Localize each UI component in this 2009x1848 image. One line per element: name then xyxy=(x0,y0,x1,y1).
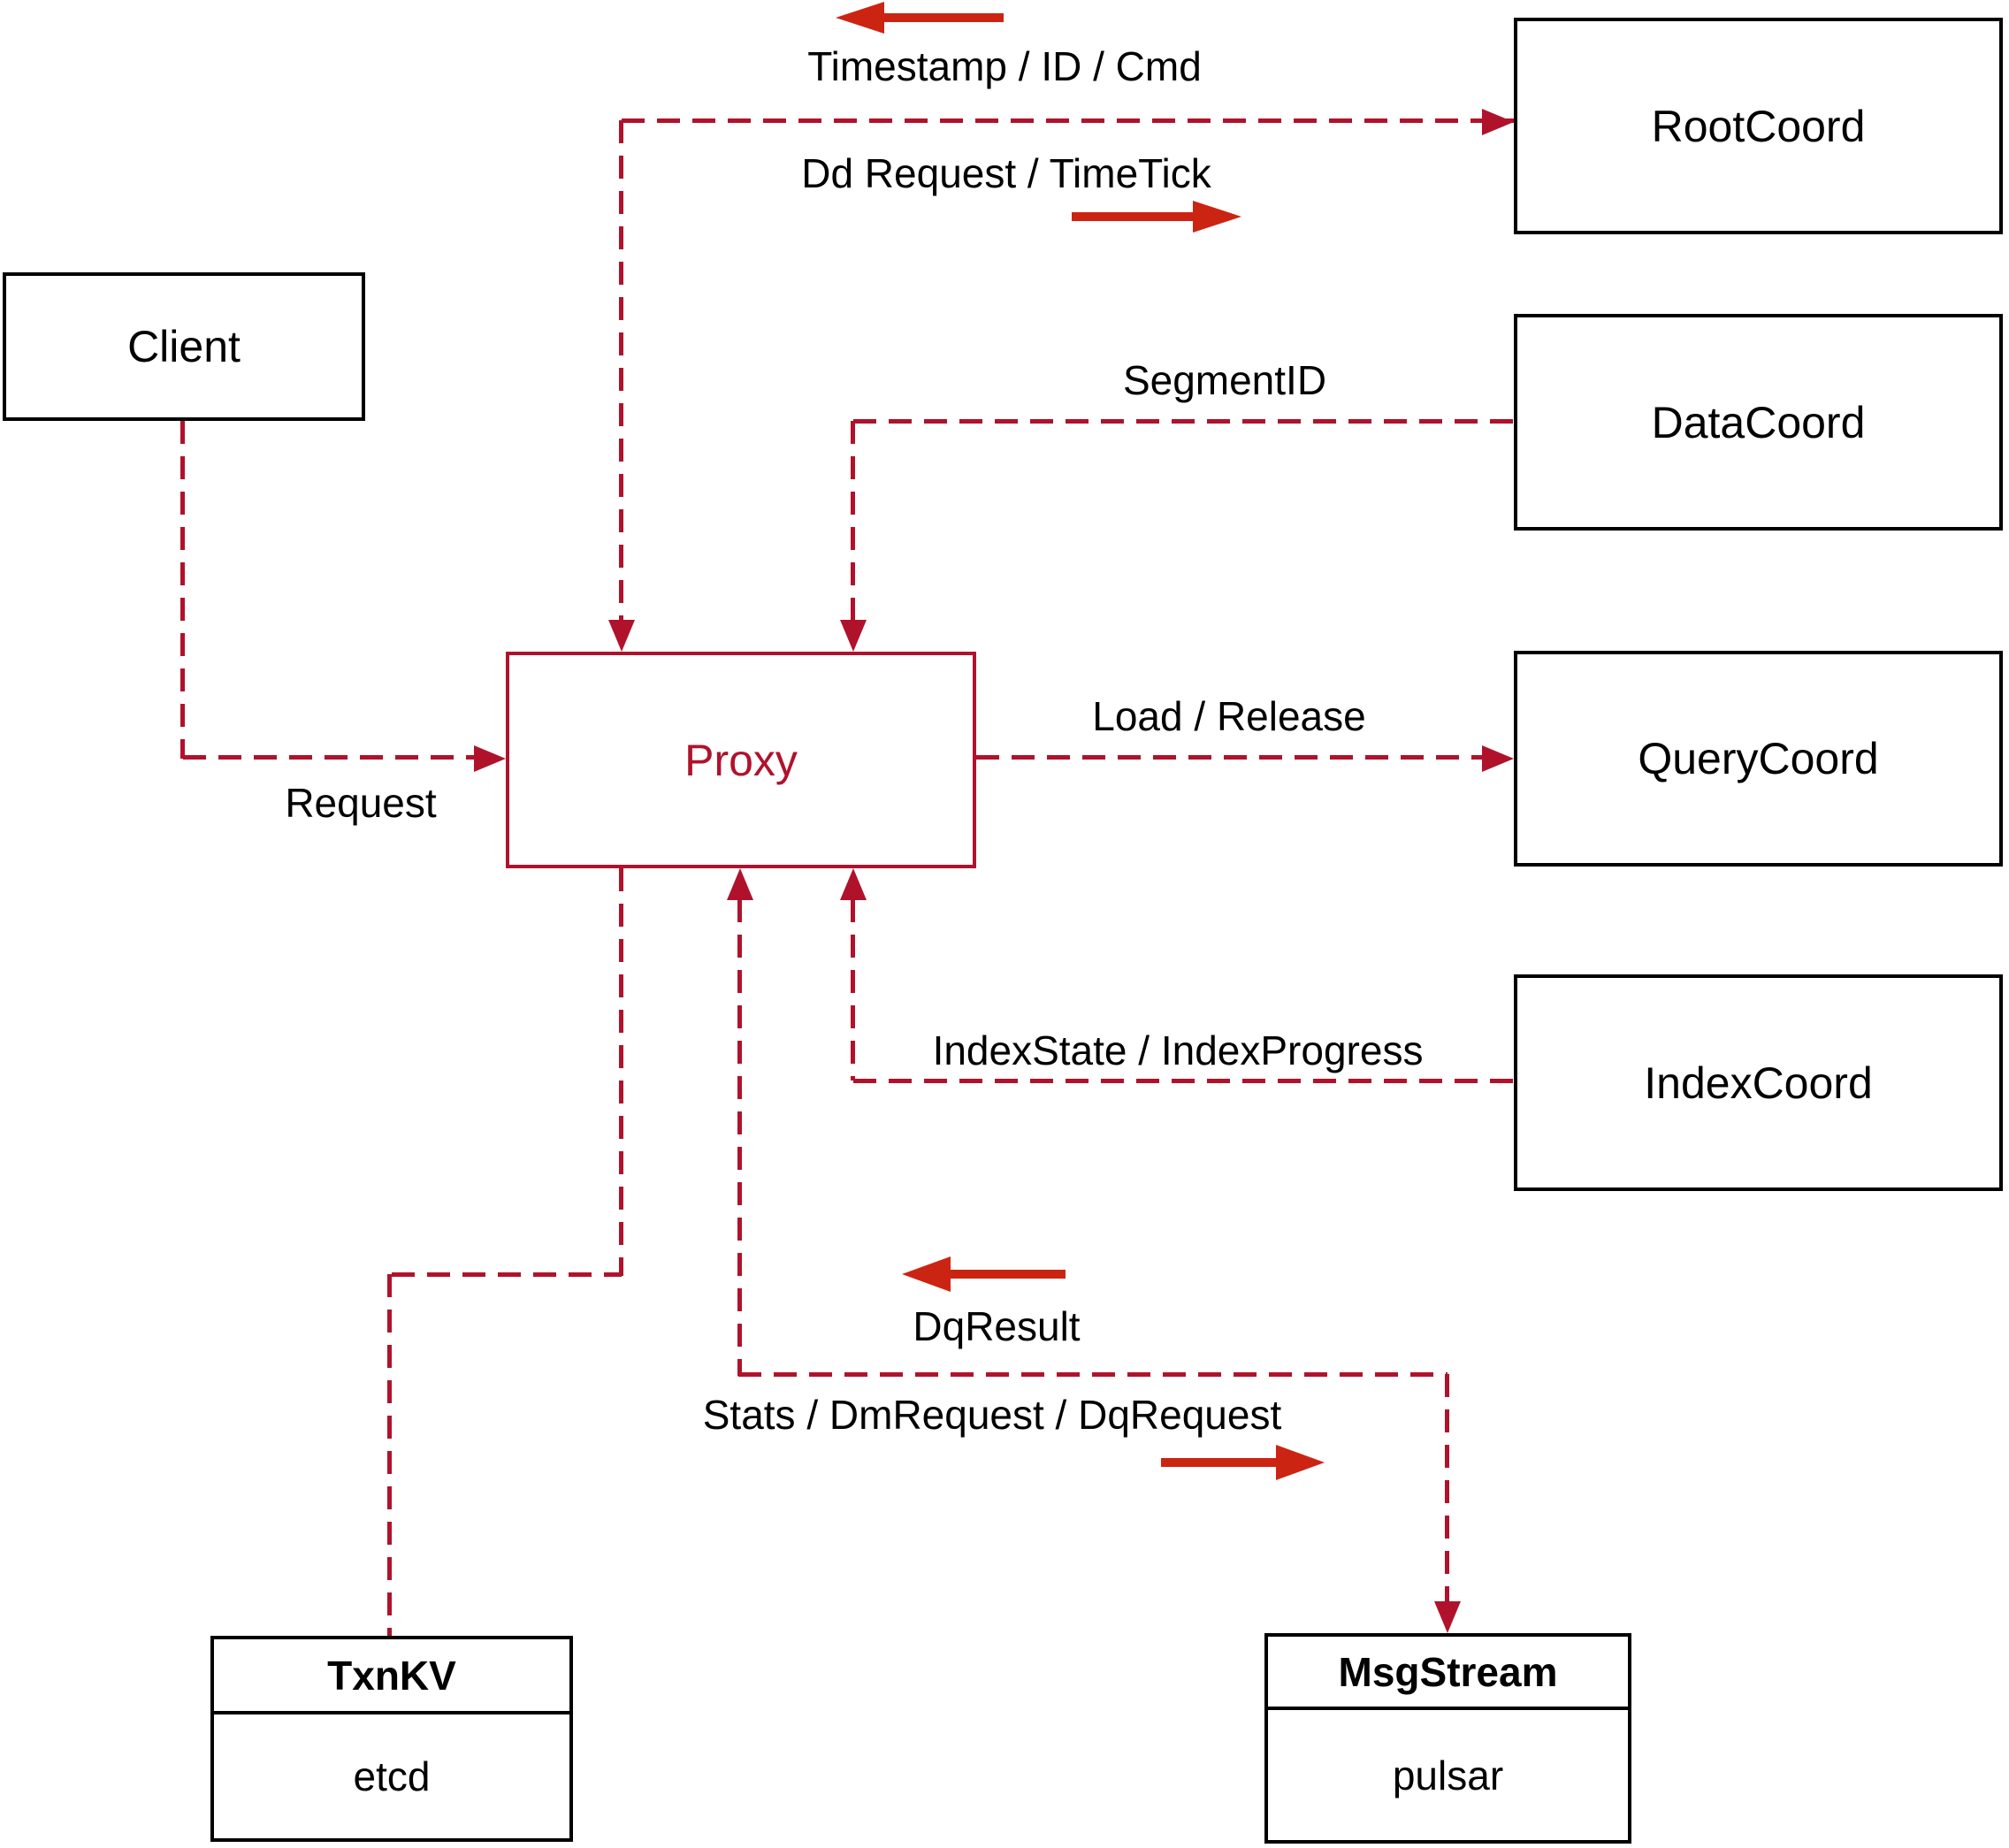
node-datacoord-label: DataCoord xyxy=(1651,397,1866,447)
node-msgstream-title: MsgStream xyxy=(1268,1637,1628,1710)
node-querycoord: QueryCoord xyxy=(1514,651,2003,867)
edge-label-dd-request-timetick: Dd Request / TimeTick xyxy=(801,150,1211,196)
edge-datacoord-proxy-v xyxy=(851,421,855,621)
direction-arrow-left-timestamp xyxy=(836,2,1004,34)
edge-proxy-msgstream-v1 xyxy=(737,899,742,1376)
edge-proxy-rootcoord-h xyxy=(622,118,1514,123)
direction-arrow-right-ddrequest xyxy=(1072,201,1241,233)
arrowhead-into-querycoord xyxy=(1482,745,1514,772)
edge-proxy-querycoord xyxy=(976,755,1485,760)
edge-client-proxy-v xyxy=(180,421,185,759)
edge-label-stats-dm-dq: Stats / DmRequest / DqRequest xyxy=(702,1392,1282,1438)
edge-proxy-msgstream-h xyxy=(738,1372,1448,1377)
node-rootcoord-label: RootCoord xyxy=(1651,101,1866,151)
arrowhead-into-proxy-bottom-mid xyxy=(727,868,753,900)
edge-datacoord-proxy-h xyxy=(853,419,1514,424)
node-datacoord: DataCoord xyxy=(1514,314,2003,531)
node-rootcoord: RootCoord xyxy=(1514,18,2003,234)
edge-indexcoord-proxy-h xyxy=(853,1079,1514,1083)
edge-proxy-msgstream-v2 xyxy=(1445,1374,1449,1602)
edge-indexcoord-proxy-v xyxy=(851,899,855,1081)
arrowhead-into-proxy-top-left xyxy=(608,620,635,652)
edge-label-index-state-progress: IndexState / IndexProgress xyxy=(932,1027,1424,1073)
edge-label-load-release: Load / Release xyxy=(1092,693,1366,739)
edge-proxy-rootcoord-v xyxy=(619,120,623,621)
node-client: Client xyxy=(3,272,365,421)
edge-proxy-txnkv-v2 xyxy=(387,1274,392,1636)
arrowhead-into-proxy-top-right xyxy=(840,620,867,652)
edge-proxy-txnkv-v1 xyxy=(619,868,623,1276)
arrowhead-into-proxy-bottom-right xyxy=(840,868,867,900)
node-proxy: Proxy xyxy=(506,652,976,868)
node-indexcoord-label: IndexCoord xyxy=(1644,1058,1873,1108)
edge-client-proxy-h xyxy=(183,755,475,760)
arrowhead-into-proxy-left xyxy=(474,745,506,772)
edge-proxy-txnkv-h xyxy=(392,1272,622,1277)
arrowhead-into-msgstream xyxy=(1434,1601,1461,1633)
edge-label-request: Request xyxy=(285,780,437,826)
node-querycoord-label: QueryCoord xyxy=(1638,734,1879,783)
node-indexcoord: IndexCoord xyxy=(1514,974,2003,1191)
node-txnkv: TxnKV etcd xyxy=(210,1636,573,1842)
arrowhead-into-rootcoord xyxy=(1482,109,1514,135)
node-proxy-label: Proxy xyxy=(684,735,798,785)
node-msgstream-subtitle: pulsar xyxy=(1392,1752,1504,1798)
edge-label-segment-id: SegmentID xyxy=(1122,357,1327,403)
node-txnkv-title: TxnKV xyxy=(214,1639,569,1714)
direction-arrow-right-stats xyxy=(1161,1445,1325,1480)
edge-label-dq-result: DqResult xyxy=(913,1303,1081,1349)
direction-arrow-left-dqresult xyxy=(902,1256,1066,1292)
node-client-label: Client xyxy=(127,322,241,371)
node-msgstream: MsgStream pulsar xyxy=(1264,1633,1631,1844)
node-txnkv-subtitle: etcd xyxy=(353,1753,431,1799)
edge-label-timestamp-id-cmd: Timestamp / ID / Cmd xyxy=(807,43,1202,89)
